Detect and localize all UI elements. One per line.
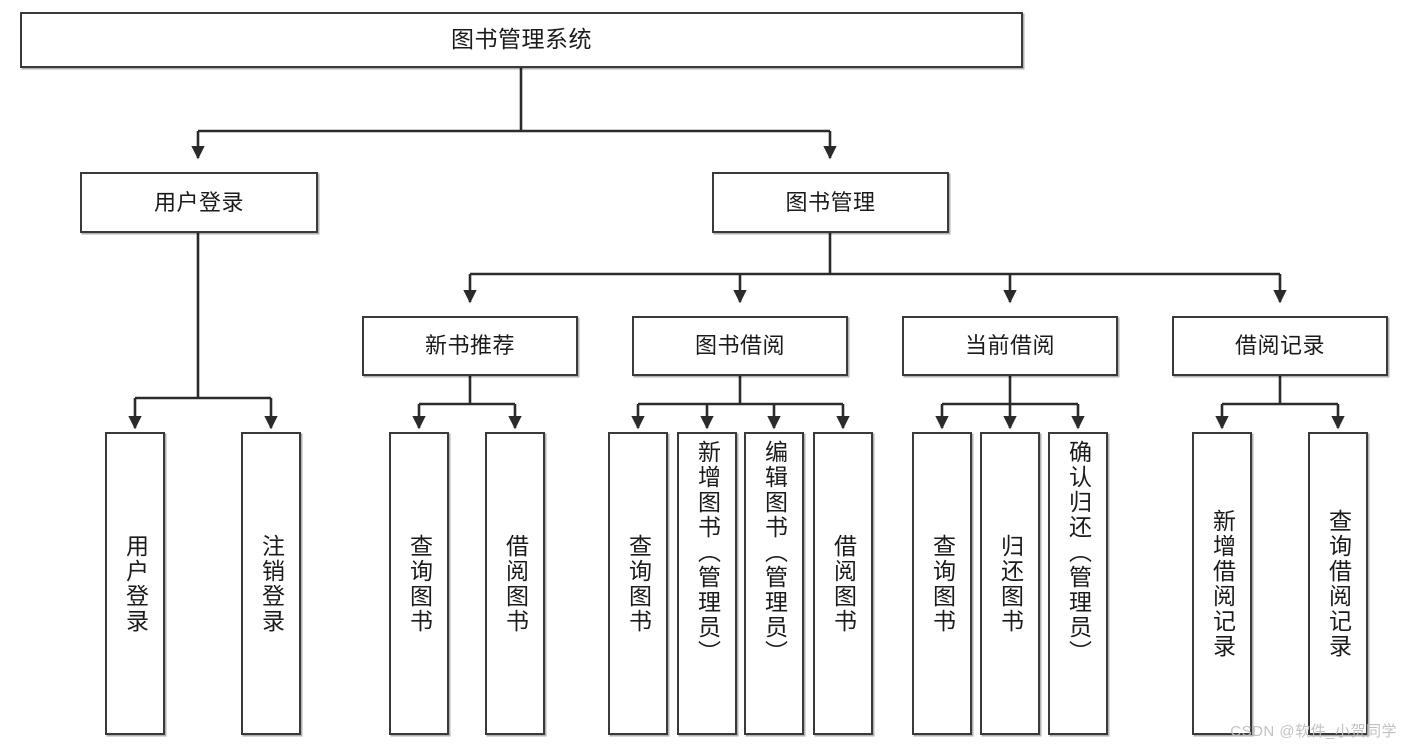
node-label: 图书管理 <box>785 189 876 215</box>
node-label: 图书借阅 <box>694 333 785 359</box>
node-book-management[interactable]: 图书管理 <box>712 172 949 233</box>
leaf-current-borrow-confirm-return-admin[interactable]: 确认归还（管理员） <box>1048 432 1108 735</box>
leaf-user-login-login[interactable]: 用户登录 <box>105 432 165 735</box>
node-label: 确认归还（管理员） <box>1065 440 1092 665</box>
node-root-book-management-system[interactable]: 图书管理系统 <box>20 12 1023 68</box>
node-user-login[interactable]: 用户登录 <box>80 172 318 233</box>
leaf-book-borrow-borrow-book[interactable]: 借阅图书 <box>813 432 873 735</box>
node-label: 新增图书（管理员） <box>694 440 721 665</box>
node-label: 借阅图书 <box>502 533 529 634</box>
leaf-book-borrow-query-book[interactable]: 查询图书 <box>608 432 668 735</box>
node-book-borrow[interactable]: 图书借阅 <box>632 316 848 376</box>
node-label: 借阅图书 <box>830 533 857 634</box>
leaf-user-login-logout[interactable]: 注销登录 <box>241 432 301 735</box>
node-borrow-record[interactable]: 借阅记录 <box>1172 316 1388 376</box>
node-label: 用户登录 <box>153 189 244 215</box>
node-label: 查询图书 <box>625 533 652 634</box>
node-label: 图书管理系统 <box>451 26 592 53</box>
leaf-new-book-borrow-book[interactable]: 借阅图书 <box>485 432 545 735</box>
node-new-book-recommend[interactable]: 新书推荐 <box>362 316 578 376</box>
leaf-current-borrow-return-book[interactable]: 归还图书 <box>980 432 1040 735</box>
node-label: 当前借阅 <box>964 333 1055 359</box>
leaf-book-borrow-add-book-admin[interactable]: 新增图书（管理员） <box>677 432 737 735</box>
node-label: 查询图书 <box>406 533 433 634</box>
node-label: 新增借阅记录 <box>1209 508 1236 659</box>
node-label: 用户登录 <box>122 533 149 634</box>
leaf-book-borrow-edit-book-admin[interactable]: 编辑图书（管理员） <box>744 432 804 735</box>
leaf-borrow-record-add-record[interactable]: 新增借阅记录 <box>1192 432 1252 735</box>
node-label: 归还图书 <box>997 533 1024 634</box>
node-label: 查询图书 <box>929 533 956 634</box>
node-label: 借阅记录 <box>1234 333 1325 359</box>
leaf-current-borrow-query-book[interactable]: 查询图书 <box>912 432 972 735</box>
node-label: 查询借阅记录 <box>1325 508 1352 659</box>
leaf-borrow-record-query-record[interactable]: 查询借阅记录 <box>1308 432 1368 735</box>
node-label: 注销登录 <box>258 533 285 634</box>
node-label: 编辑图书（管理员） <box>761 440 788 665</box>
leaf-new-book-query-book[interactable]: 查询图书 <box>389 432 449 735</box>
node-current-borrow[interactable]: 当前借阅 <box>902 316 1118 376</box>
csdn-watermark: CSDN @软件_小贺同学 <box>1230 723 1397 740</box>
node-label: 新书推荐 <box>424 333 515 359</box>
